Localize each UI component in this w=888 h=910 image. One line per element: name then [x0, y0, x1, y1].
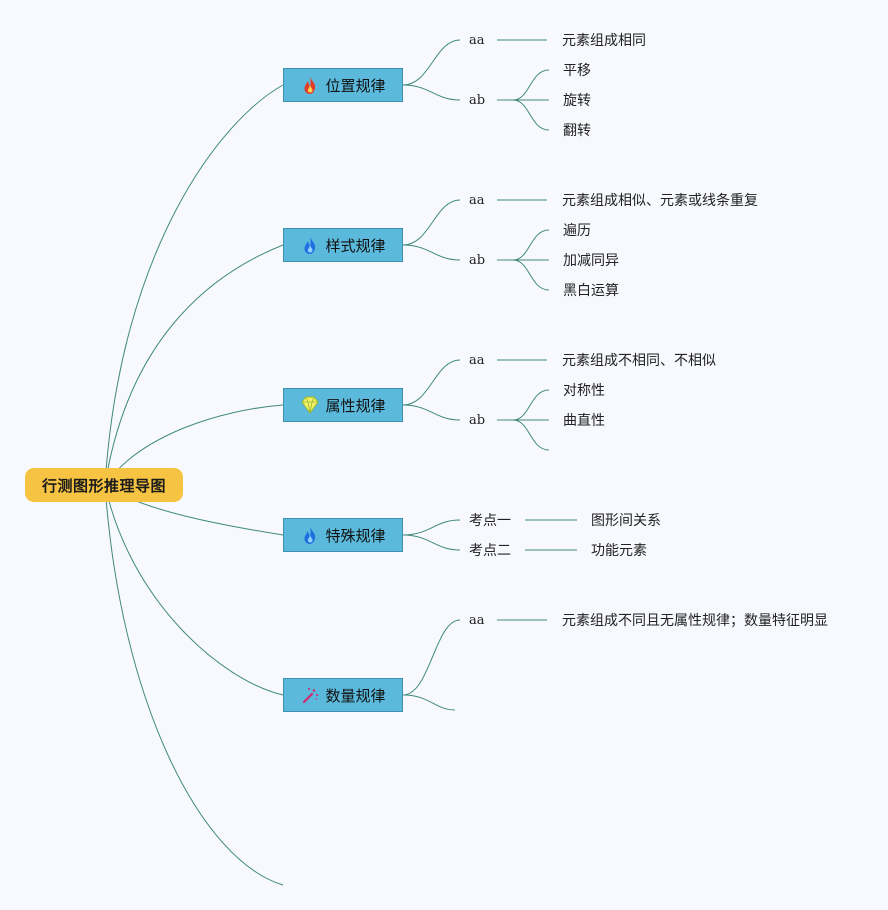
leaf-node[interactable]: 平移 — [563, 63, 591, 79]
connector-root-quantity — [104, 484, 284, 696]
connector — [402, 534, 461, 551]
connector — [402, 619, 461, 696]
connector — [512, 419, 550, 451]
magic-wand-icon — [300, 685, 320, 705]
sub-node-ab[interactable]: ab — [469, 93, 486, 108]
branch-node-position[interactable]: 位置规律 — [283, 68, 403, 102]
connector — [402, 244, 461, 261]
connector — [402, 84, 461, 101]
leaf-node[interactable]: 黑白运算 — [563, 283, 619, 299]
connector — [402, 199, 461, 246]
diamond-icon — [300, 395, 320, 415]
leaf-node[interactable]: 图形间关系 — [591, 513, 661, 529]
connector — [402, 404, 461, 421]
connector-root-style — [104, 244, 284, 486]
connector — [402, 39, 461, 86]
branch-title: 特殊规律 — [325, 526, 386, 545]
leaf-node[interactable]: 元素组成相似、元素或线条重复 — [562, 193, 758, 209]
connector — [512, 69, 550, 101]
leaf-node[interactable]: 旋转 — [563, 93, 591, 109]
branch-node-style[interactable]: 样式规律 — [283, 228, 403, 262]
connector-root-empty — [104, 484, 284, 886]
connector — [512, 389, 550, 421]
sub-node-aa[interactable]: aa — [469, 193, 485, 208]
connector — [402, 519, 461, 536]
leaf-node[interactable]: 翻转 — [563, 123, 591, 139]
branch-title: 数量规律 — [325, 686, 386, 705]
sub-node-point-2[interactable]: 考点二 — [469, 543, 511, 559]
leaf-node[interactable]: 加减同异 — [563, 253, 619, 269]
connector — [402, 694, 456, 711]
leaf-node[interactable]: 曲直性 — [563, 413, 605, 429]
connector — [512, 259, 550, 291]
fire-icon — [300, 75, 320, 95]
leaf-node[interactable]: 元素组成相同 — [562, 33, 646, 49]
branch-title: 属性规律 — [325, 396, 386, 415]
leaf-node[interactable]: 遍历 — [563, 223, 591, 239]
blue-flame-icon — [300, 235, 320, 255]
sub-node-ab[interactable]: ab — [469, 413, 486, 428]
blue-flame-icon — [300, 525, 320, 545]
leaf-node[interactable]: 元素组成不同且无属性规律；数量特征明显 — [562, 613, 828, 629]
sub-node-aa[interactable]: aa — [469, 613, 485, 628]
leaf-node[interactable]: 元素组成不相同、不相似 — [562, 353, 716, 369]
sub-node-aa[interactable]: aa — [469, 33, 485, 48]
connector — [512, 229, 550, 261]
branch-node-special[interactable]: 特殊规律 — [283, 518, 403, 552]
connector-root-attribute — [104, 404, 284, 486]
connector — [402, 359, 461, 406]
leaf-node[interactable]: 对称性 — [563, 383, 605, 399]
connector-root-position — [104, 84, 284, 486]
leaf-node[interactable]: 功能元素 — [591, 543, 647, 559]
sub-node-point-1[interactable]: 考点一 — [469, 513, 511, 529]
branch-title: 位置规律 — [325, 76, 386, 95]
sub-node-ab[interactable]: ab — [469, 253, 486, 268]
branch-title: 样式规律 — [325, 236, 386, 255]
sub-node-aa[interactable]: aa — [469, 353, 485, 368]
branch-node-quantity[interactable]: 数量规律 — [283, 678, 403, 712]
connector — [512, 99, 550, 131]
branch-node-attribute[interactable]: 属性规律 — [283, 388, 403, 422]
root-node[interactable]: 行测图形推理导图 — [25, 468, 183, 502]
